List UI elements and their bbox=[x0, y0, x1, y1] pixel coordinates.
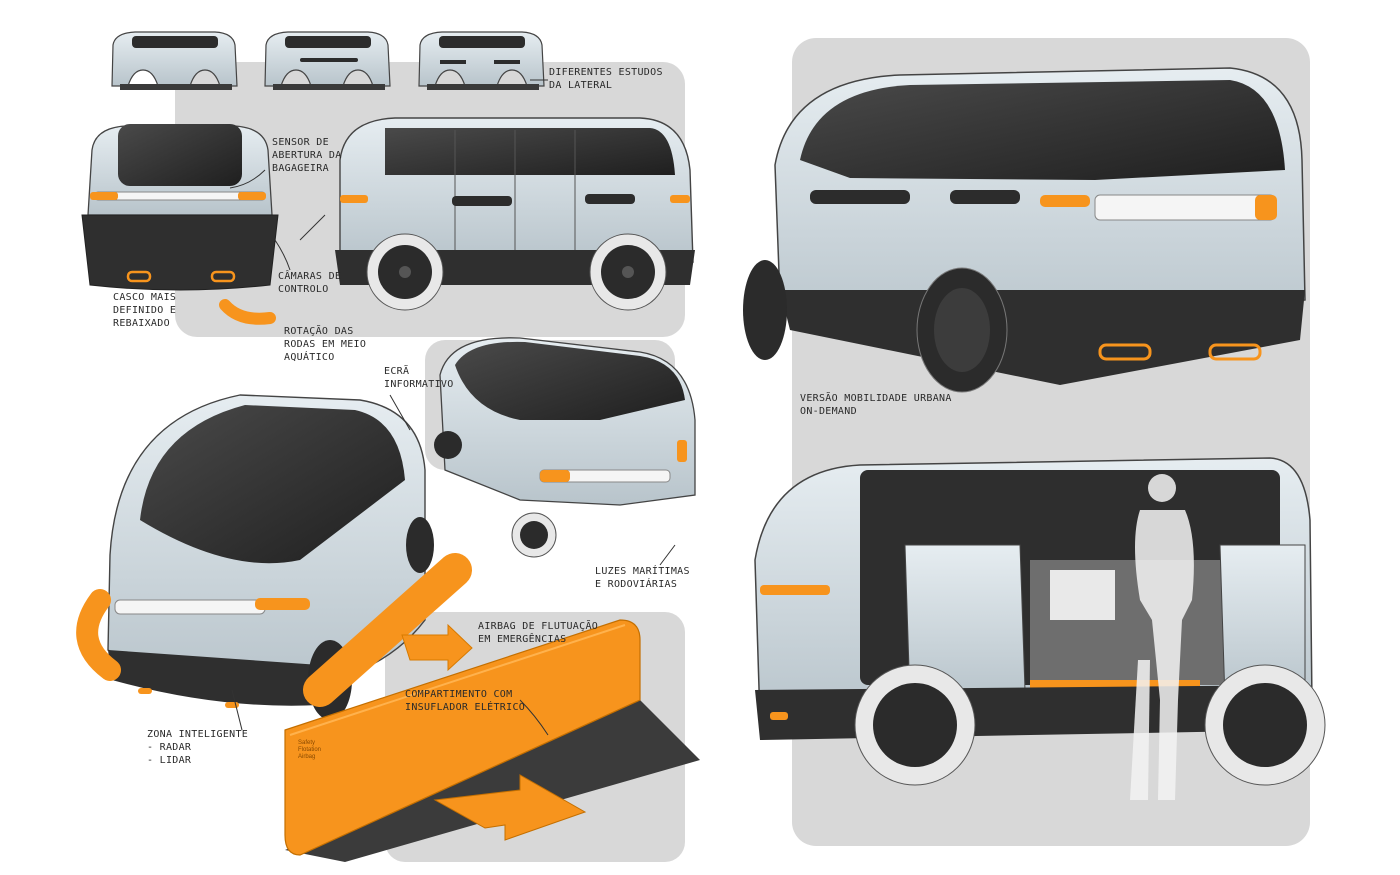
note-compartment: Compartimento com insuflador elétrico bbox=[405, 689, 526, 713]
side-study-2 bbox=[264, 31, 391, 90]
large-rear-three-quarter-vehicle bbox=[743, 67, 1306, 393]
open-door-vehicle bbox=[754, 457, 1326, 786]
note-control-cameras: Câmaras de controlo bbox=[278, 271, 342, 295]
note-lights: Luzes marítimas e rodoviárias bbox=[595, 566, 690, 590]
note-info-screen: Ecrã informativo bbox=[384, 366, 454, 390]
note-luggage-sensor: Sensor de abertura da bagageira bbox=[272, 137, 342, 174]
side-view-vehicle bbox=[335, 117, 695, 311]
note-hull: Casco mais definido e rebaixado bbox=[113, 292, 177, 329]
note-wheel-rotation: Rotação das rodas em meio aquático bbox=[284, 326, 367, 363]
side-study-1 bbox=[111, 31, 238, 90]
airbag-arrow bbox=[401, 623, 473, 672]
front-three-quarter-vehicle bbox=[76, 394, 472, 720]
person-silhouette bbox=[1130, 474, 1194, 800]
note-smart-zone: Zona inteligente - Radar - Lidar bbox=[147, 729, 249, 766]
rear-view-vehicle bbox=[81, 124, 279, 325]
airbag-label: Safety Flotation Airbag bbox=[298, 740, 322, 760]
note-airbag: Airbag de flutuação em emergências bbox=[478, 621, 599, 645]
note-urban-version: Versão mobilidade urbana on-demand bbox=[800, 393, 952, 417]
airbag-compartment bbox=[284, 619, 700, 862]
three-quarter-rear-small bbox=[434, 337, 696, 558]
side-study-3 bbox=[418, 31, 545, 90]
note-lateral-studies: Diferentes estudos da lateral bbox=[549, 67, 663, 91]
